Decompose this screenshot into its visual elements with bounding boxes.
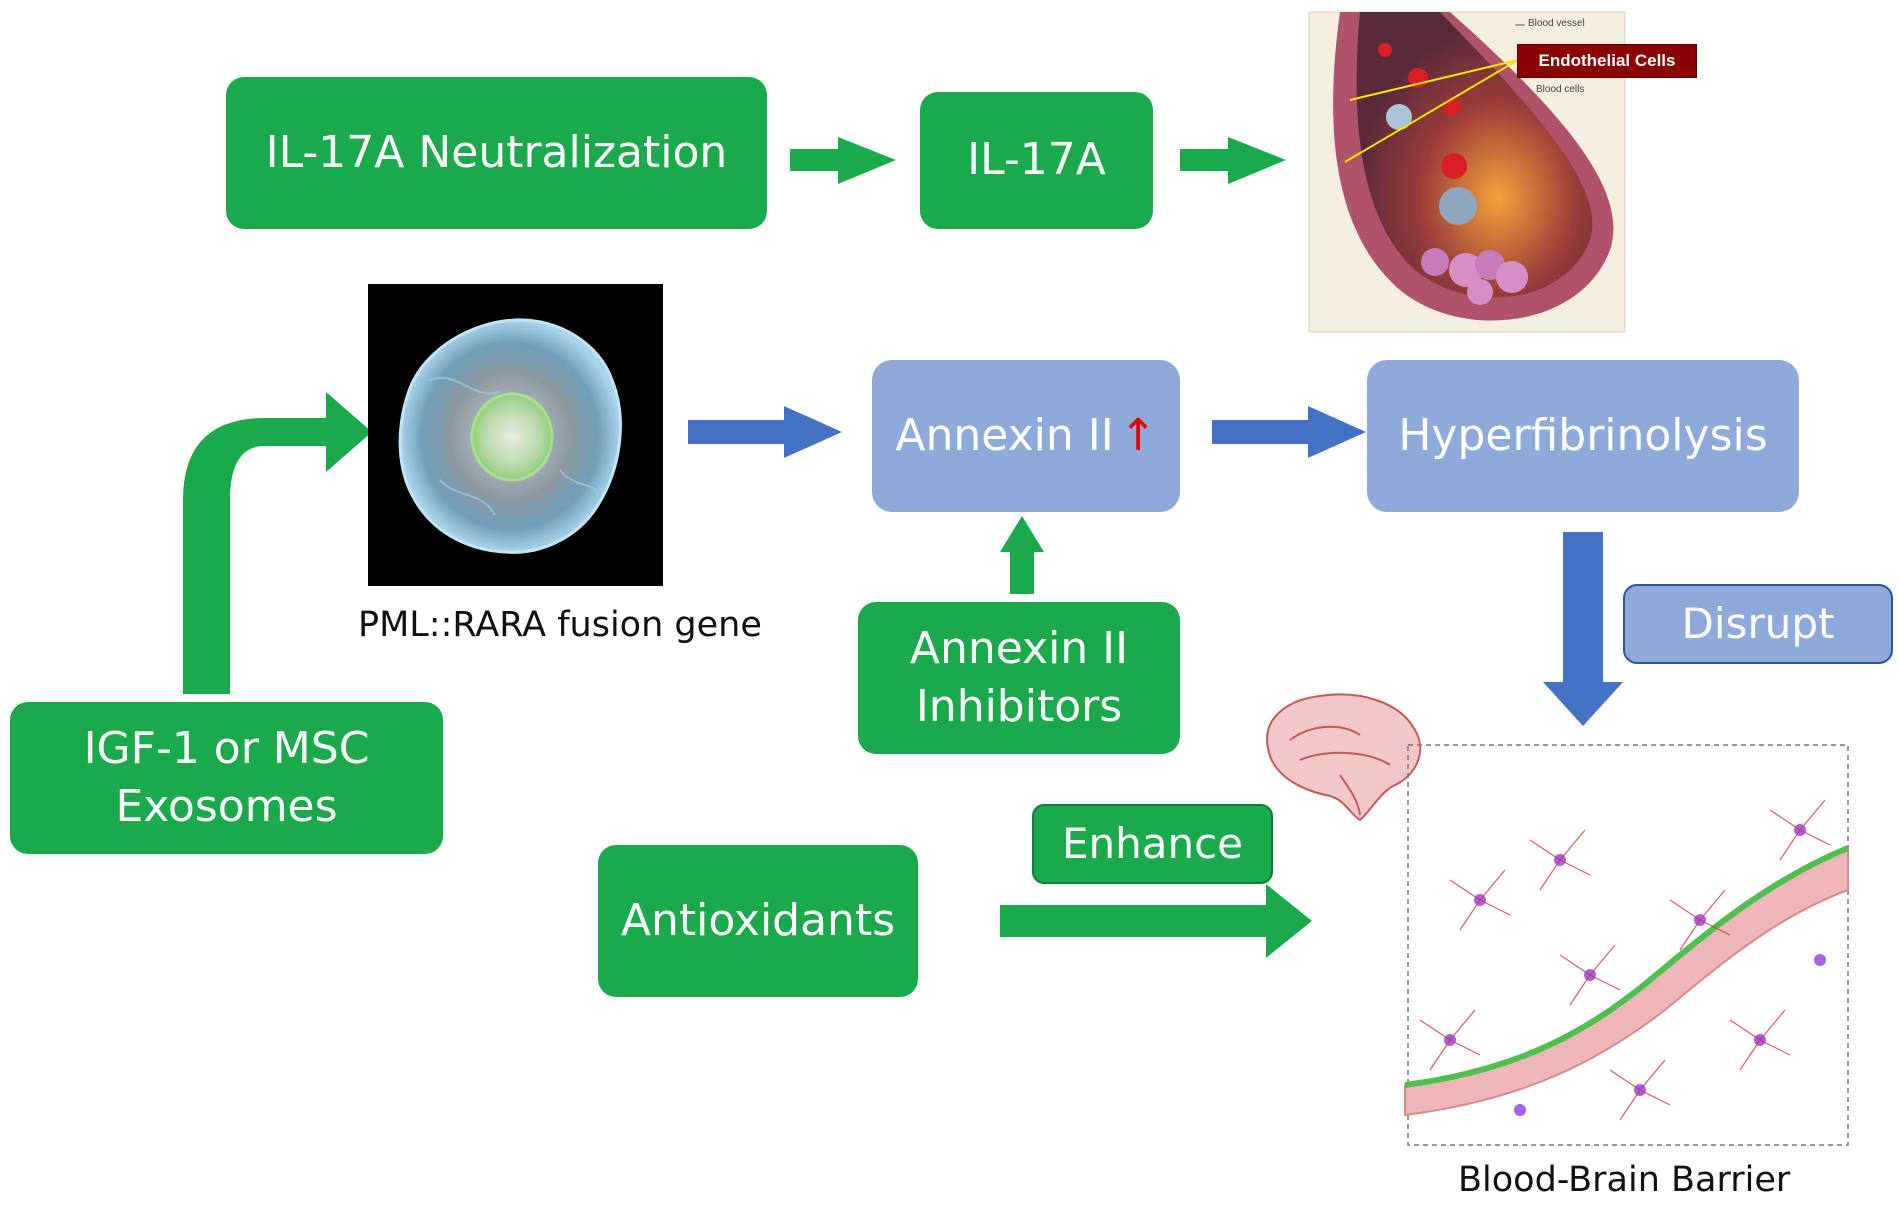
antioxidants-box: Antioxidants	[598, 845, 918, 997]
disrupt-box: Disrupt	[1623, 584, 1893, 664]
hyperfibrinolysis-label: Hyperfibrinolysis	[1398, 409, 1768, 461]
pml-rara-cell-image	[368, 284, 663, 586]
annexin-inhibitors-line2: Inhibitors	[915, 681, 1123, 732]
arrow-annexin-to-hyperfibrinolysis	[1212, 406, 1366, 458]
arrow-neutralization-to-il17a	[790, 137, 896, 184]
il17a-neutralization-box: IL-17A Neutralization	[226, 77, 767, 229]
antioxidants-label: Antioxidants	[620, 894, 896, 946]
annexin-up-label: Annexin II	[895, 409, 1114, 461]
endothelial-cells-tag: Endothelial Cells	[1517, 44, 1697, 78]
blood-vessel-tag: Blood vessel	[1528, 18, 1585, 29]
arrow-il17a-to-vessel	[1180, 137, 1286, 184]
il17a-neutralization-label: IL-17A Neutralization	[265, 126, 728, 178]
hyperfibrinolysis-box: Hyperfibrinolysis	[1367, 360, 1799, 512]
bbb-image	[1404, 744, 1850, 1146]
arrow-inhibitors-to-annexin	[1000, 516, 1044, 594]
arrow-igf1-to-cell	[183, 392, 372, 694]
blood-cells-tag: Blood cells	[1536, 84, 1585, 95]
brain-image	[1266, 693, 1422, 822]
annexin-inhibitors-box: Annexin II Inhibitors	[858, 602, 1180, 754]
enhance-label: Enhance	[1061, 819, 1244, 869]
bbb-caption: Blood-Brain Barrier	[1458, 1160, 1791, 1200]
il17a-label: IL-17A	[967, 134, 1106, 186]
disrupt-label: Disrupt	[1681, 599, 1835, 649]
igf1-exosomes-box: IGF-1 or MSC Exosomes	[10, 702, 443, 854]
il17a-box: IL-17A	[920, 92, 1153, 229]
enhance-box: Enhance	[1032, 804, 1273, 884]
arrow-antioxidants-to-bbb	[1000, 884, 1312, 958]
igf1-line2: Exosomes	[115, 781, 338, 832]
pml-rara-caption: PML::RARA fusion gene	[358, 605, 762, 645]
arrow-cell-to-annexin	[688, 406, 842, 458]
increase-arrow-icon: ↑	[1119, 409, 1157, 461]
annexin-up-box: Annexin II ↑	[872, 360, 1180, 512]
igf1-line1: IGF-1 or MSC	[83, 722, 370, 774]
annexin-inhibitors-line1: Annexin II	[909, 622, 1129, 674]
arrow-hyperfibrinolysis-to-bbb	[1543, 532, 1623, 726]
